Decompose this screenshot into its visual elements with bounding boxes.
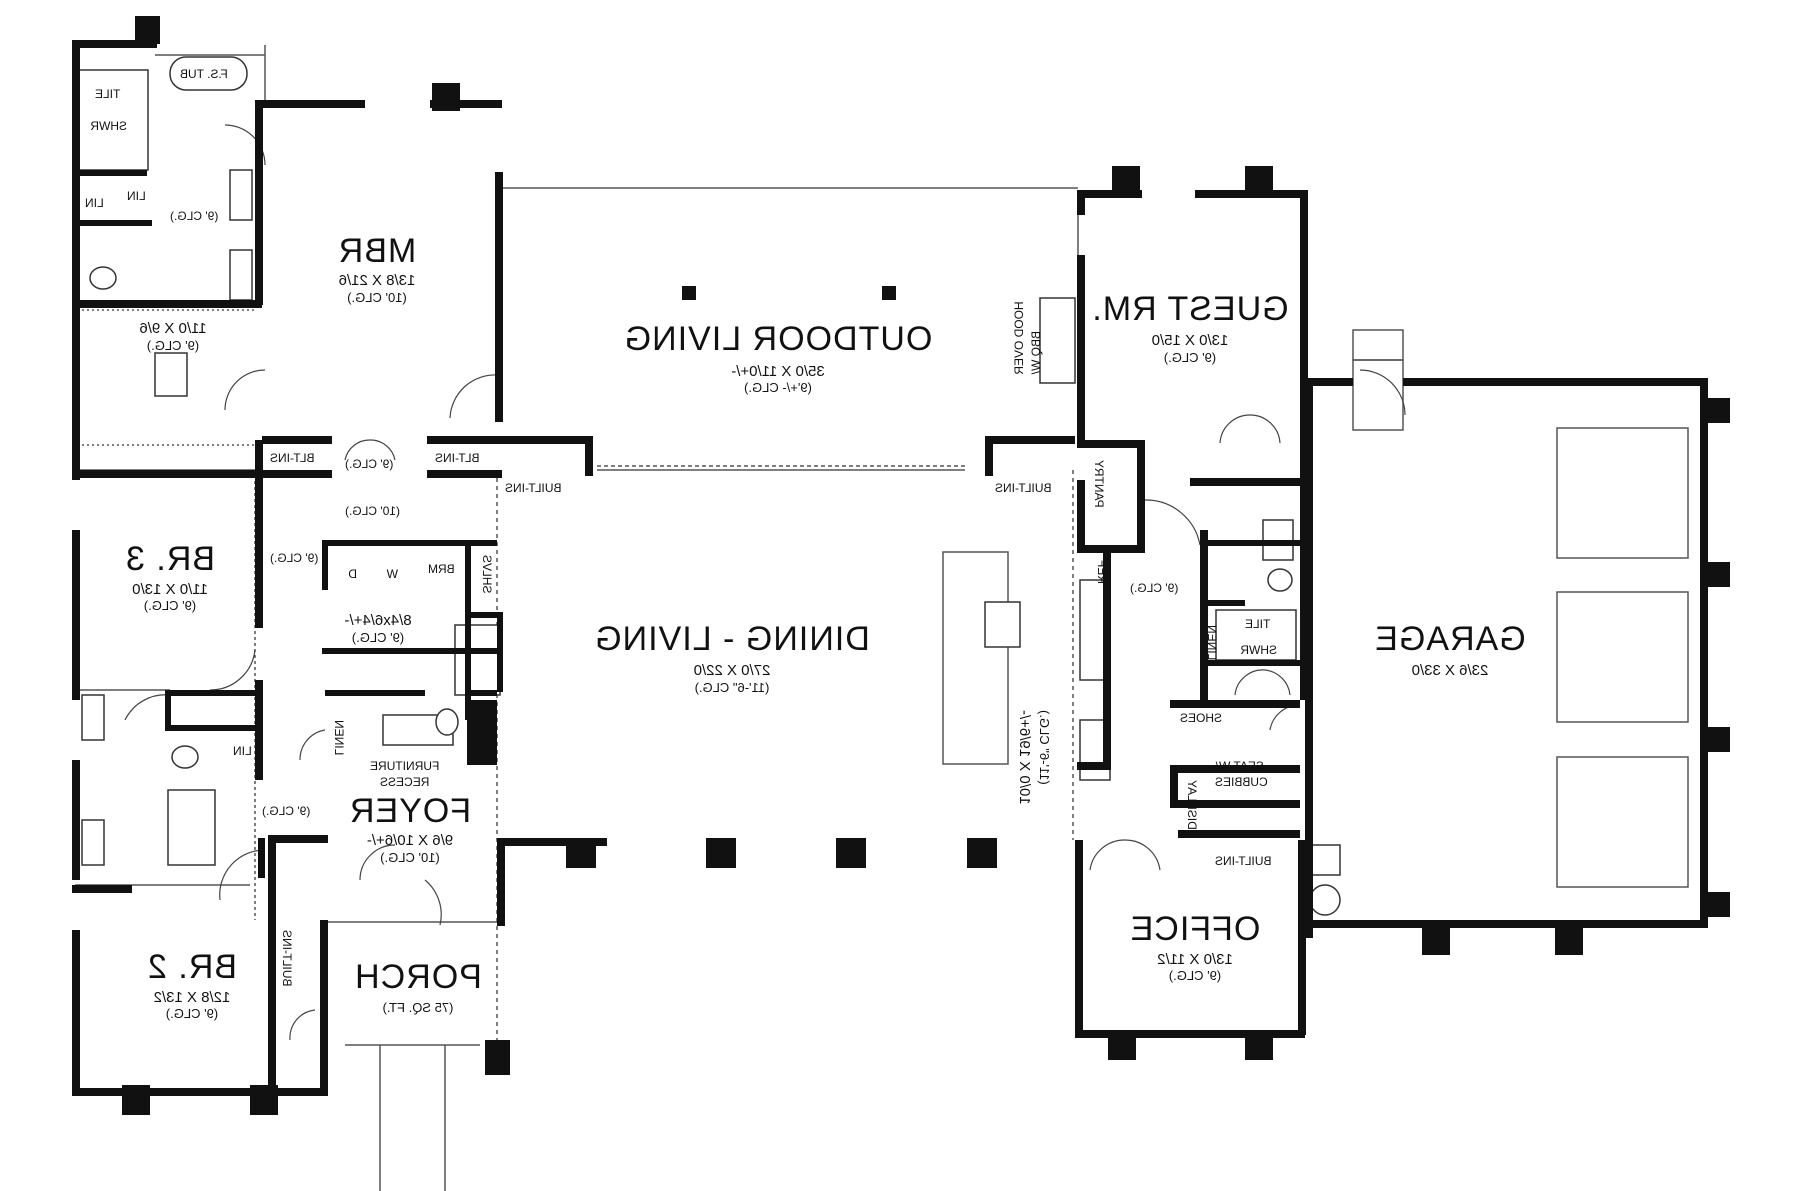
hood-label: HOOD OVER bbox=[1012, 301, 1026, 375]
foyer-clg: (10' CLG.) bbox=[380, 850, 440, 865]
br3-size: 11/0 X 13/0 bbox=[132, 581, 208, 598]
ref-label: REF bbox=[1095, 560, 1109, 584]
shlvs-label-1: SHLVS bbox=[480, 555, 494, 593]
room-outdoor-living: OUTDOOR LIVING 35/0 X 11/0+/- (9'+/- CLG… bbox=[624, 320, 933, 395]
closet-size: 11/0 X 9/6 bbox=[139, 320, 206, 337]
room-dining-living: DINING - LIVING 27/0 X 22/0 (11'-6" CLG.… bbox=[594, 620, 870, 695]
dining-name: DINING - LIVING bbox=[594, 620, 870, 658]
mbr-clg: (10' CLG.) bbox=[347, 290, 407, 305]
seat-label: SEAT W/ bbox=[1215, 759, 1264, 773]
room-office: OFFICE 13/0 X 11/2 (9' CLG.) bbox=[1130, 910, 1261, 983]
guest-size: 13/0 X 15/0 bbox=[1152, 332, 1229, 349]
clg-bath: (9' CLG.) bbox=[170, 209, 218, 223]
room-foyer: FOYER 9/6 X 10/6+/- (10' CLG.) bbox=[349, 792, 471, 865]
linen-label-2: LINEN bbox=[332, 720, 346, 755]
recess-label: RECESS bbox=[380, 775, 429, 789]
cubbies-label: CUBBIES bbox=[1215, 775, 1268, 789]
room-laundry: 8/4x6/4+/- (9' CLG.) bbox=[344, 612, 411, 645]
fixtures bbox=[77, 56, 1341, 916]
built-ins-4: BUILT-INS bbox=[280, 930, 294, 986]
laundry-clg: (9' CLG.) bbox=[352, 630, 404, 645]
lin-label-3: LIN bbox=[233, 744, 252, 758]
walls bbox=[72, 16, 1730, 1115]
mbr-size: 13/8 X 21/6 bbox=[339, 272, 416, 289]
d-label: D bbox=[348, 567, 357, 581]
br3-clg: (9' CLG.) bbox=[144, 598, 196, 613]
office-name: OFFICE bbox=[1130, 910, 1261, 948]
dining-clg: (11'-6" CLG.) bbox=[695, 680, 770, 695]
lin-label-1: LIN bbox=[85, 196, 104, 210]
built-ins-1: BUILT-INS bbox=[505, 481, 561, 495]
kitchen-clg: (11'-6" CLG.) bbox=[1037, 710, 1052, 785]
blt-ins-2: BLT-INS bbox=[435, 451, 479, 465]
porch-name: PORCH bbox=[354, 958, 482, 996]
br2-name: BR. 2 bbox=[147, 948, 237, 986]
br2-clg: (9' CLG.) bbox=[166, 1006, 218, 1021]
porch-size: (75 SQ. FT.) bbox=[383, 1000, 454, 1015]
room-garage: GARAGE 23/6 X 33/0 bbox=[1374, 620, 1525, 679]
shlvs-label-2: SHLVS bbox=[480, 715, 494, 753]
clg-lower-hall: (9' CLG.) bbox=[262, 804, 310, 818]
w-label: W bbox=[386, 567, 398, 581]
foyer-name: FOYER bbox=[349, 792, 471, 830]
outdoor-name: OUTDOOR LIVING bbox=[624, 320, 933, 358]
room-br3: BR. 3 11/0 X 13/0 (9' CLG.) bbox=[125, 540, 215, 613]
br3-name: BR. 3 bbox=[125, 540, 215, 578]
brm-label: BRM bbox=[428, 562, 455, 576]
room-closet: 11/0 X 9/6 (9' CLG.) bbox=[139, 320, 206, 353]
door-swings bbox=[124, 124, 1406, 1041]
blt-ins-1: BLT-INS bbox=[270, 451, 314, 465]
tile-label-2: TILE bbox=[1245, 617, 1270, 631]
outdoor-size: 35/0 X 11/0+/- bbox=[731, 363, 825, 380]
kitchen-size: 10/0 X 19/6+/- bbox=[1016, 710, 1033, 805]
room-br2: BR. 2 12/8 X 13/2 (9' CLG.) bbox=[147, 948, 237, 1021]
room-porch: PORCH (75 SQ. FT.) bbox=[354, 958, 482, 1015]
garage-name: GARAGE bbox=[1374, 620, 1525, 658]
fixture-labels: F.S. TUB TILE SHWR LIN LIN (9' CLG.) BLT… bbox=[85, 67, 1277, 986]
mbr-name: MBR bbox=[338, 232, 417, 270]
clg-hall: (9' CLG.) bbox=[345, 457, 393, 471]
tile-label: TILE bbox=[95, 87, 120, 101]
guest-clg: (9' CLG.) bbox=[1164, 350, 1216, 365]
linen-label: LINEN bbox=[1205, 625, 1219, 660]
br2-size: 12/8 X 13/2 bbox=[154, 989, 231, 1006]
closet-clg: (9' CLG.) bbox=[147, 338, 199, 353]
built-ins-3: BUILT-INS bbox=[1215, 854, 1271, 868]
outdoor-clg: (9'+/- CLG.) bbox=[744, 380, 812, 395]
foyer-size: 9/6 X 10/6+/- bbox=[367, 832, 453, 849]
room-guest: GUEST RM. 13/0 X 15/0 (9' CLG.) bbox=[1091, 290, 1288, 365]
fs-tub-label: F.S. TUB bbox=[180, 67, 228, 81]
lin-label-2: LIN bbox=[127, 189, 146, 203]
laundry-size: 8/4x6/4+/- bbox=[344, 612, 411, 629]
room-labels: MBR 13/8 X 21/6 (10' CLG.) OUTDOOR LIVIN… bbox=[125, 232, 1526, 1021]
dining-size: 27/0 X 22/0 bbox=[694, 662, 771, 679]
shwr-label-2: SHWR bbox=[1240, 643, 1277, 657]
thin-lines bbox=[75, 45, 1689, 1191]
bbq-label: BBQ W/ bbox=[1029, 331, 1043, 375]
clg-10: (10' CLG.) bbox=[345, 504, 400, 518]
pantry-label: PANTRY bbox=[1092, 460, 1106, 508]
display-label: DISPLAY bbox=[1185, 780, 1199, 830]
built-ins-2: BUILT-INS bbox=[995, 481, 1051, 495]
guest-name: GUEST RM. bbox=[1091, 290, 1288, 328]
shoes-label: SHOES bbox=[1180, 711, 1222, 725]
clg-guest-hall: (9' CLG.) bbox=[1130, 581, 1178, 595]
furniture-label: FURNITURE bbox=[370, 759, 439, 773]
room-mbr: MBR 13/8 X 21/6 (10' CLG.) bbox=[338, 232, 417, 305]
clg-br3: (9' CLG.) bbox=[270, 551, 318, 565]
office-size: 13/0 X 11/2 bbox=[1157, 951, 1233, 968]
office-clg: (9' CLG.) bbox=[1169, 968, 1221, 983]
shwr-label: SHWR bbox=[90, 119, 127, 133]
garage-size: 23/6 X 33/0 bbox=[1412, 662, 1489, 679]
